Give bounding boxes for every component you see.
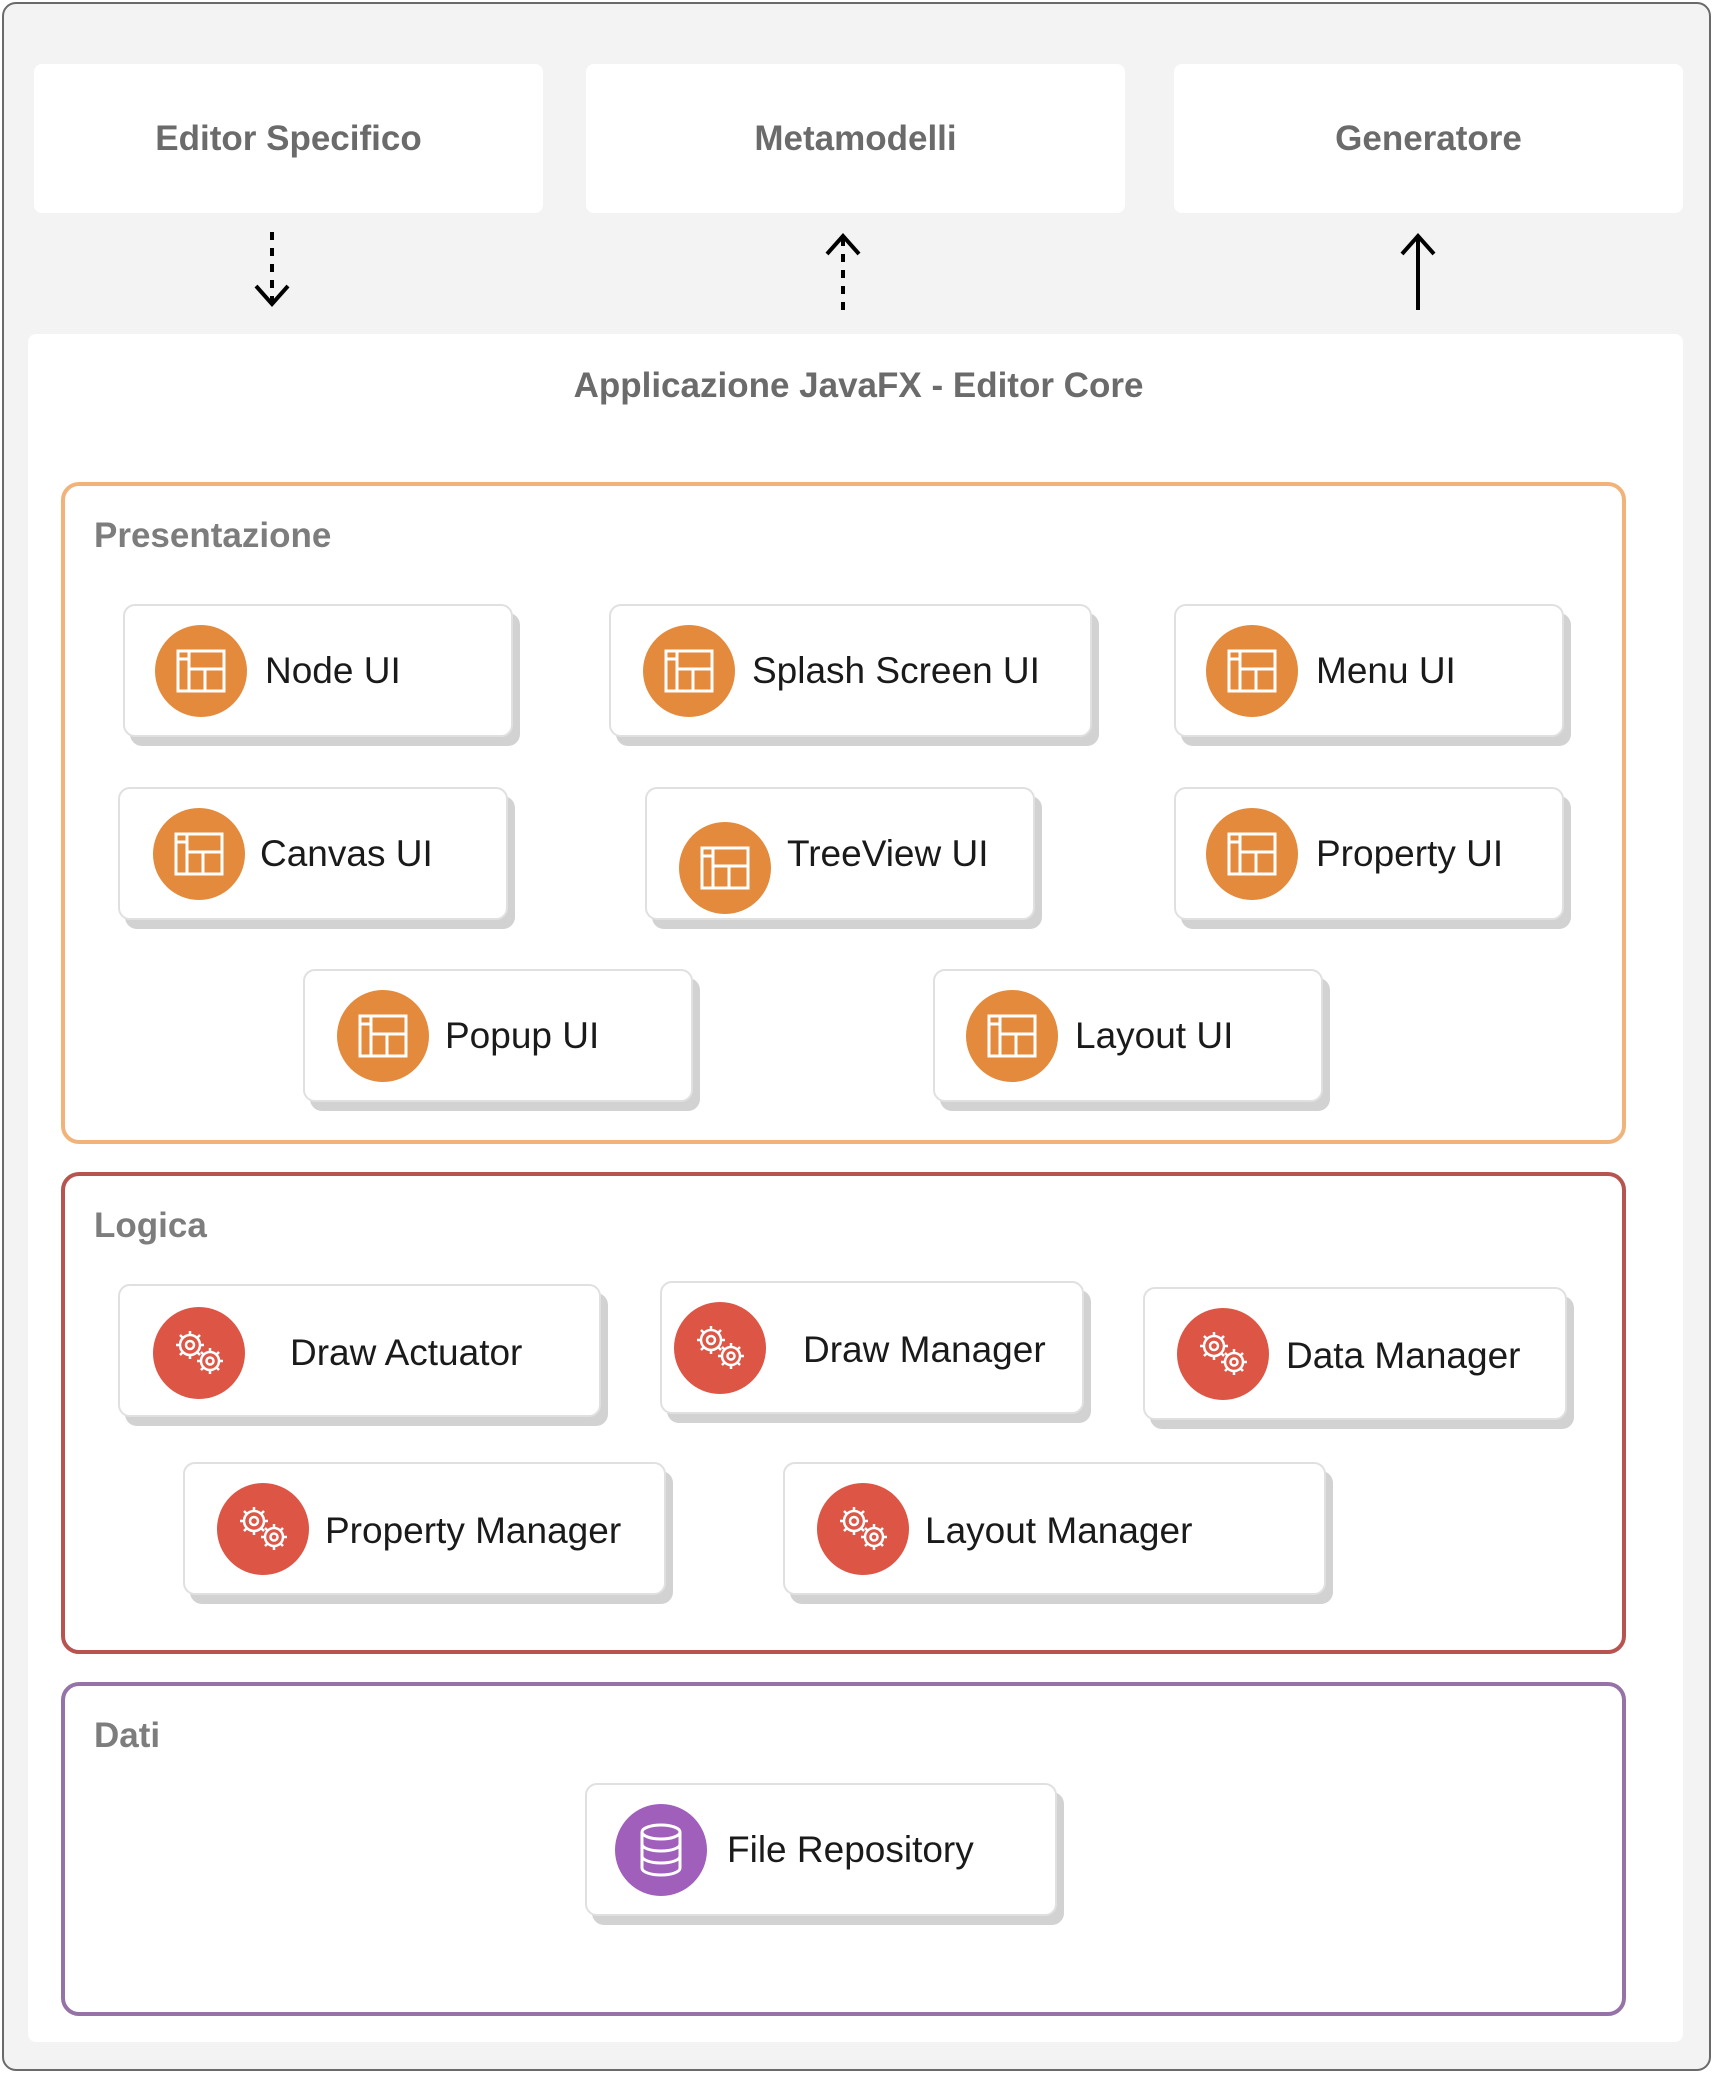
treeview-ui-label: TreeView UI [787, 833, 989, 874]
layout-panel-icon [153, 808, 245, 900]
layout-panel-icon [679, 822, 771, 914]
dati-title: Dati [94, 1716, 161, 1755]
menu-ui-component[interactable]: Menu UI [1174, 604, 1564, 737]
gears-icon [674, 1302, 766, 1394]
gears-icon [153, 1307, 245, 1399]
canvas-ui-label: Canvas UI [260, 833, 433, 874]
property-manager-label: Property Manager [325, 1510, 622, 1551]
dati-layer [61, 1682, 1626, 2016]
layout-ui-label: Layout UI [1075, 1015, 1234, 1056]
property-ui-label: Property UI [1316, 833, 1504, 874]
layout-panel-icon [337, 990, 429, 1082]
property-manager-component[interactable]: Property Manager [183, 1462, 666, 1595]
database-icon [615, 1804, 707, 1896]
splash-screen-ui-component[interactable]: Splash Screen UI [609, 604, 1092, 737]
treeview-ui-component[interactable]: TreeView UI [645, 787, 1035, 920]
menu-ui-label: Menu UI [1316, 650, 1456, 691]
property-ui-component[interactable]: Property UI [1174, 787, 1564, 920]
editor-specifico-box: Editor Specifico [34, 64, 543, 213]
layout-panel-icon [1206, 625, 1298, 717]
popup-ui-label: Popup UI [445, 1015, 600, 1056]
draw-actuator-label: Draw Actuator [290, 1332, 523, 1373]
logica-title: Logica [94, 1206, 207, 1245]
layout-panel-icon [1206, 808, 1298, 900]
layout-panel-icon [155, 625, 247, 717]
data-manager-component[interactable]: Data Manager [1143, 1287, 1567, 1420]
layout-manager-component[interactable]: Layout Manager [783, 1462, 1326, 1595]
splash-screen-ui-label: Splash Screen UI [752, 650, 1040, 691]
editor-core-title: Applicazione JavaFX - Editor Core [573, 366, 1144, 405]
gears-icon [217, 1483, 309, 1575]
node-ui-label: Node UI [265, 650, 401, 691]
popup-ui-component[interactable]: Popup UI [303, 969, 693, 1102]
editor-specifico-label: Editor Specifico [155, 118, 422, 158]
draw-manager-label: Draw Manager [803, 1329, 1046, 1370]
generatore-box: Generatore [1174, 64, 1683, 213]
layout-ui-component[interactable]: Layout UI [933, 969, 1323, 1102]
layout-manager-label: Layout Manager [925, 1510, 1193, 1551]
file-repository-component[interactable]: File Repository [585, 1783, 1057, 1916]
layout-panel-icon [643, 625, 735, 717]
draw-actuator-component[interactable]: Draw Actuator [118, 1284, 601, 1417]
metamodelli-box: Metamodelli [586, 64, 1125, 213]
presentazione-title: Presentazione [94, 516, 332, 555]
canvas-ui-component[interactable]: Canvas UI [118, 787, 508, 920]
layout-panel-icon [966, 990, 1058, 1082]
metamodelli-label: Metamodelli [754, 118, 957, 158]
dashed-down-arrow [254, 232, 290, 308]
node-ui-component[interactable]: Node UI [123, 604, 513, 737]
solid-up-arrow [1400, 232, 1436, 310]
file-repository-label: File Repository [727, 1829, 974, 1870]
gears-icon [1177, 1308, 1269, 1400]
draw-manager-component[interactable]: Draw Manager [660, 1281, 1084, 1414]
generatore-label: Generatore [1335, 118, 1522, 158]
gears-icon [817, 1483, 909, 1575]
dashed-up-arrow [825, 232, 861, 310]
data-manager-label: Data Manager [1286, 1335, 1521, 1376]
